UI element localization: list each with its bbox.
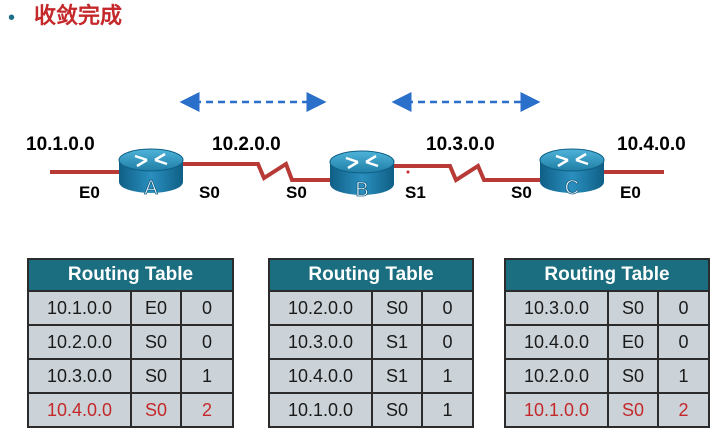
network-cell: 10.2.0.0 bbox=[268, 290, 373, 326]
hop-cell: 0 bbox=[421, 290, 474, 326]
hop-cell: 1 bbox=[657, 358, 710, 394]
interface-label-a-s0: S0 bbox=[199, 183, 220, 202]
interface-label-b-s1: S1 bbox=[405, 183, 426, 202]
network-label-3: 10.3.0.0 bbox=[426, 134, 495, 155]
routing-table-title: Routing Table bbox=[268, 258, 474, 292]
interface-cell: S0 bbox=[130, 392, 182, 428]
hop-cell: 1 bbox=[421, 358, 474, 394]
bullet: • bbox=[8, 7, 16, 29]
hop-cell: 2 bbox=[657, 392, 710, 428]
network-cell: 10.3.0.0 bbox=[268, 324, 373, 360]
routing-table-title: Routing Table bbox=[27, 258, 234, 292]
router-c-icon bbox=[539, 148, 605, 193]
network-label-2: 10.2.0.0 bbox=[212, 134, 281, 155]
serial-link-bc bbox=[392, 163, 544, 183]
network-cell: 10.4.0.0 bbox=[504, 324, 609, 360]
interface-label-b-s0: S0 bbox=[286, 183, 307, 202]
network-cell: 10.3.0.0 bbox=[504, 290, 609, 326]
hop-cell: 1 bbox=[180, 358, 234, 394]
router-b-icon bbox=[329, 150, 395, 195]
network-cell: 10.3.0.0 bbox=[27, 358, 132, 394]
hop-cell: 0 bbox=[657, 290, 710, 326]
hop-cell: 0 bbox=[421, 324, 474, 360]
hop-cell: 2 bbox=[180, 392, 234, 428]
network-cell: 10.1.0.0 bbox=[268, 392, 373, 428]
hop-cell: 0 bbox=[180, 290, 234, 326]
interface-cell: E0 bbox=[607, 324, 659, 360]
interface-cell: S0 bbox=[607, 392, 659, 428]
router-b-label: B bbox=[355, 179, 368, 201]
interface-label-a-e0: E0 bbox=[79, 183, 100, 202]
network-label-1: 10.1.0.0 bbox=[26, 134, 95, 155]
interface-label-c-s0: S0 bbox=[511, 183, 532, 202]
interface-cell: S0 bbox=[371, 392, 423, 428]
network-cell: 10.4.0.0 bbox=[27, 392, 132, 428]
router-c-label: C bbox=[565, 177, 579, 199]
hop-cell: 1 bbox=[421, 392, 474, 428]
network-cell: 10.1.0.0 bbox=[504, 392, 609, 428]
interface-cell: S0 bbox=[130, 324, 182, 360]
router-a-label: A bbox=[144, 177, 158, 199]
slide-title: 收敛完成 bbox=[34, 4, 123, 29]
hop-cell: 0 bbox=[657, 324, 710, 360]
network-cell: 10.1.0.0 bbox=[27, 290, 132, 326]
serial-link-ab bbox=[180, 160, 334, 182]
network-cell: 10.2.0.0 bbox=[504, 358, 609, 394]
network-label-4: 10.4.0.0 bbox=[617, 134, 686, 155]
interface-label-c-e0: E0 bbox=[620, 183, 641, 202]
network-cell: 10.4.0.0 bbox=[268, 358, 373, 394]
interface-cell: S0 bbox=[371, 290, 423, 326]
hop-cell: 0 bbox=[180, 324, 234, 360]
interface-cell: S0 bbox=[130, 358, 182, 394]
interface-cell: S1 bbox=[371, 324, 423, 360]
routing-table-title: Routing Table bbox=[504, 258, 710, 292]
interface-cell: S1 bbox=[371, 358, 423, 394]
router-a-icon bbox=[118, 148, 184, 193]
interface-cell: S0 bbox=[607, 358, 659, 394]
network-cell: 10.2.0.0 bbox=[27, 324, 132, 360]
interface-cell: E0 bbox=[130, 290, 182, 326]
interface-cell: S0 bbox=[607, 290, 659, 326]
